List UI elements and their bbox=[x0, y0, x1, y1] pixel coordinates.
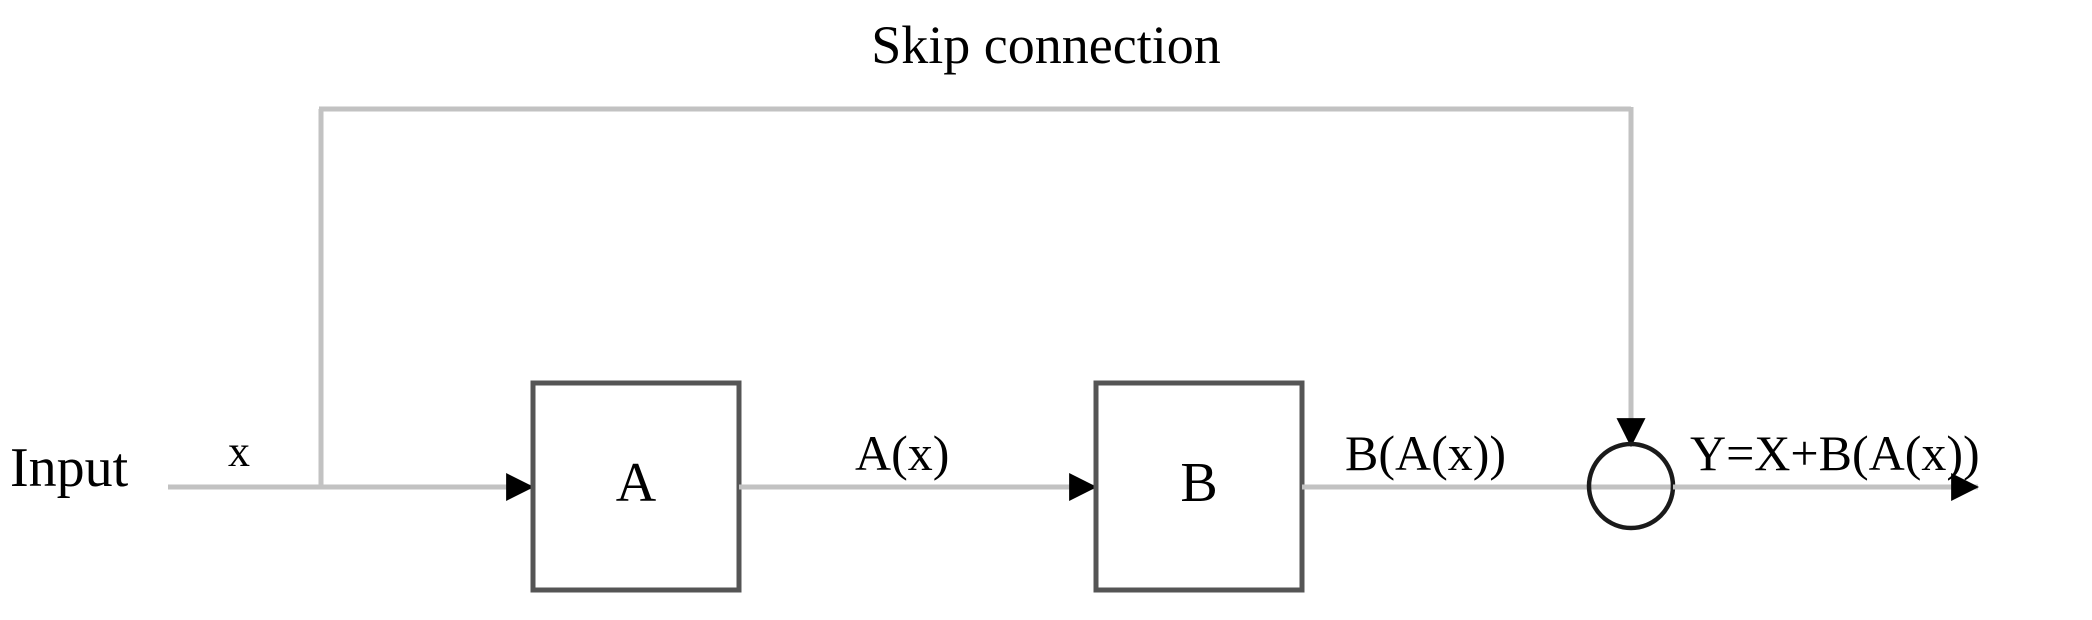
block-a-label: A bbox=[615, 452, 657, 514]
edge-label-ax: A(x) bbox=[855, 425, 950, 481]
block-b[interactable] bbox=[1093, 380, 1305, 593]
edge-label-bax: B(A(x)) bbox=[1345, 425, 1507, 481]
edge-label-x: x bbox=[228, 427, 250, 476]
output-label: Y=X+B(A(x)) bbox=[1690, 425, 1980, 481]
diagram-title: Skip connection bbox=[871, 15, 1221, 75]
block-b-label: B bbox=[1180, 452, 1218, 514]
block-a[interactable] bbox=[530, 380, 742, 593]
input-label: Input bbox=[10, 437, 129, 499]
